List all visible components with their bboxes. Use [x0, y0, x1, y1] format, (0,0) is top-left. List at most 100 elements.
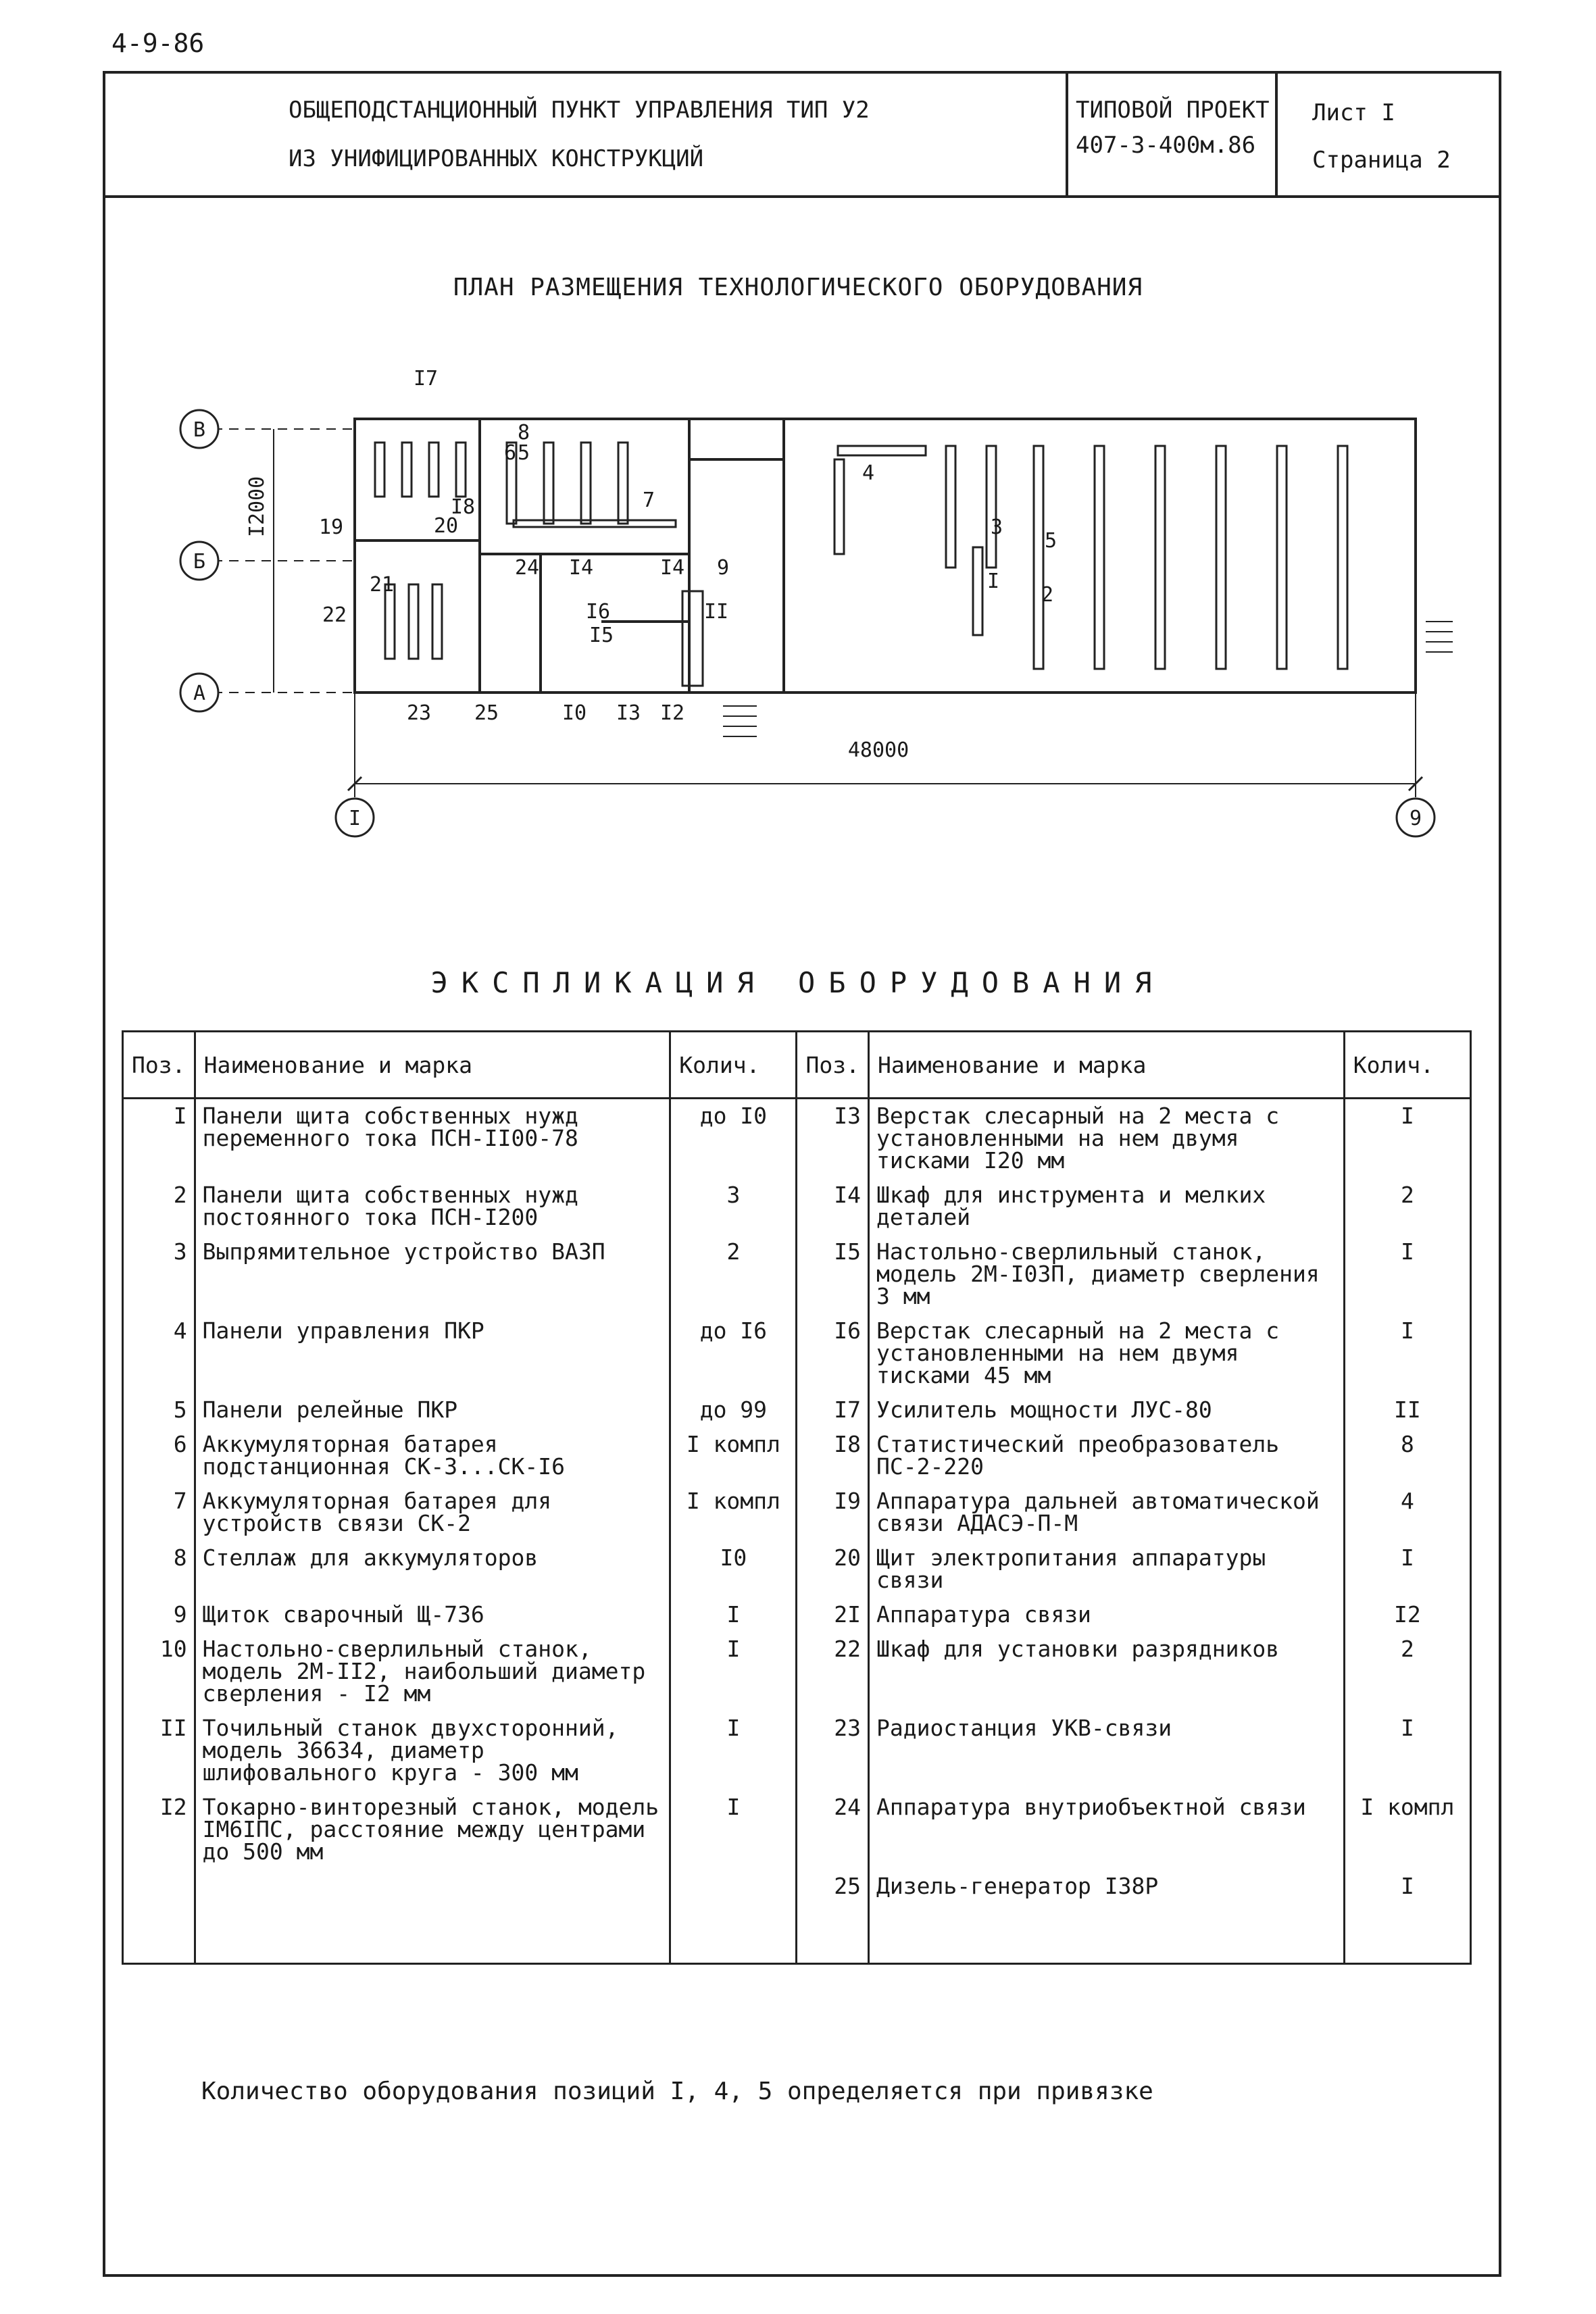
- header-name: Наименование и марка: [193, 1030, 672, 1099]
- document-number: 4-9-86: [111, 28, 205, 58]
- cell-qty: до I0: [669, 1098, 798, 1178]
- plan-label: 4: [862, 461, 874, 485]
- floor-plan: В Б А I 9 48000 I2000 I7 8 5 6 I8 19 20 …: [179, 367, 1453, 838]
- dim-width: 48000: [848, 738, 909, 762]
- cell-name: Панели релейные ПКР: [193, 1393, 672, 1428]
- cell-name: Аппаратура дальней автоматической связи …: [868, 1484, 1345, 1541]
- plan-label: I4: [569, 556, 593, 580]
- header-qty: Колич.: [1343, 1030, 1472, 1099]
- plan-label: 25: [474, 701, 499, 725]
- equipment-racks: [374, 441, 1349, 687]
- cell-name: [193, 1869, 672, 1965]
- cell-name: Усилитель мощности ЛУС-80: [868, 1393, 1345, 1428]
- axis-label-a: А: [193, 682, 205, 705]
- title-block: ОБЩЕПОДСТАНЦИОННЫЙ ПУНКТ УПРАВЛЕНИЯ ТИП …: [103, 71, 1501, 198]
- cell-pos: I5: [795, 1235, 870, 1314]
- cell-qty: I0: [669, 1541, 798, 1598]
- cell-pos: 10: [122, 1632, 196, 1711]
- cell-pos: 9: [122, 1598, 196, 1632]
- plan-label: I3: [616, 701, 641, 725]
- cell-qty: I компл: [1343, 1790, 1472, 1869]
- plan-label: 22: [322, 603, 347, 627]
- header-pos: Поз.: [122, 1030, 196, 1099]
- cell-pos: 7: [122, 1484, 196, 1541]
- table-header-row: Поз. Наименование и марка Колич. Поз. На…: [122, 1030, 1472, 1099]
- cell-name: Шкаф для инструмента и мелких деталей: [868, 1178, 1345, 1235]
- axis-label-b: Б: [193, 550, 205, 574]
- cell-qty: I компл: [669, 1428, 798, 1484]
- drawing-frame: [103, 71, 1501, 2277]
- cell-name: Дизель-генератор I38Р: [868, 1869, 1345, 1965]
- plan-label: II: [704, 600, 728, 624]
- plan-label: I0: [562, 701, 587, 725]
- cell-pos: 8: [122, 1541, 196, 1598]
- cell-pos: I3: [795, 1098, 870, 1178]
- header-name: Наименование и марка: [868, 1030, 1345, 1099]
- title-line-1: ОБЩЕПОДСТАНЦИОННЫЙ ПУНКТ УПРАВЛЕНИЯ ТИП …: [289, 97, 870, 124]
- cell-qty: 3: [669, 1178, 798, 1235]
- cell-pos: 25: [795, 1869, 870, 1965]
- cell-pos: 4: [122, 1314, 196, 1393]
- cell-pos: I8: [795, 1428, 870, 1484]
- footnote: Количество оборудования позиций I, 4, 5 …: [201, 2078, 1153, 2105]
- header-pos: Поз.: [795, 1030, 870, 1099]
- cell-qty: [669, 1869, 798, 1965]
- plan-label: 2: [1041, 583, 1053, 607]
- cell-pos: II: [122, 1711, 196, 1790]
- cell-qty: 2: [669, 1235, 798, 1314]
- plan-label: I2: [660, 701, 684, 725]
- cell-qty: 8: [1343, 1428, 1472, 1484]
- project-code: 407-3-400м.86: [1076, 132, 1256, 159]
- cell-qty: I компл: [669, 1484, 798, 1541]
- cell-name: Аккумуляторная батарея для устройств свя…: [193, 1484, 672, 1541]
- cell-pos: 20: [795, 1541, 870, 1598]
- plan-label: I7: [414, 367, 438, 391]
- plan-label: I5: [589, 624, 614, 647]
- cell-pos: 24: [795, 1790, 870, 1869]
- cell-qty: 4: [1343, 1484, 1472, 1541]
- cell-qty: I: [1343, 1235, 1472, 1314]
- cell-qty: I2: [1343, 1598, 1472, 1632]
- plan-label: I4: [660, 556, 684, 580]
- plan-label: I: [987, 570, 999, 593]
- dim-height: I2000: [245, 476, 269, 537]
- header-qty: Колич.: [669, 1030, 798, 1099]
- building-outline: [353, 418, 1417, 694]
- plan-label: 9: [717, 556, 729, 580]
- cell-name: Панели щита собственных нужд постоянного…: [193, 1178, 672, 1235]
- plan-label: 21: [370, 573, 394, 597]
- cell-name: Настольно-сверлильный станок, модель 2М-…: [868, 1235, 1345, 1314]
- cell-pos: [122, 1869, 196, 1965]
- cell-pos: 3: [122, 1235, 196, 1314]
- plan-label: 5: [1045, 529, 1057, 553]
- cell-qty: I: [1343, 1541, 1472, 1598]
- cell-name: Шкаф для установки разрядников: [868, 1632, 1345, 1711]
- cell-pos: I2: [122, 1790, 196, 1869]
- cell-qty: I: [1343, 1711, 1472, 1790]
- axis-label-1: I: [349, 807, 361, 830]
- cell-pos: 5: [122, 1393, 196, 1428]
- explication-title: ЭКСПЛИКАЦИЯ ОБОРУДОВАНИЯ: [430, 966, 1166, 999]
- plan-label: 23: [407, 701, 431, 725]
- cell-qty: до I6: [669, 1314, 798, 1393]
- plan-title: ПЛАН РАЗМЕЩЕНИЯ ТЕХНОЛОГИЧЕСКОГО ОБОРУДО…: [453, 274, 1143, 301]
- stairs: [723, 621, 1453, 737]
- cell-qty: до 99: [669, 1393, 798, 1428]
- axis-label-9: 9: [1410, 807, 1422, 830]
- sheet-number: Лист I: [1312, 99, 1395, 126]
- cell-name: Аппаратура внутриобъектной связи: [868, 1790, 1345, 1869]
- cell-name: Аппаратура связи: [868, 1598, 1345, 1632]
- page-number: Страница 2: [1312, 147, 1451, 174]
